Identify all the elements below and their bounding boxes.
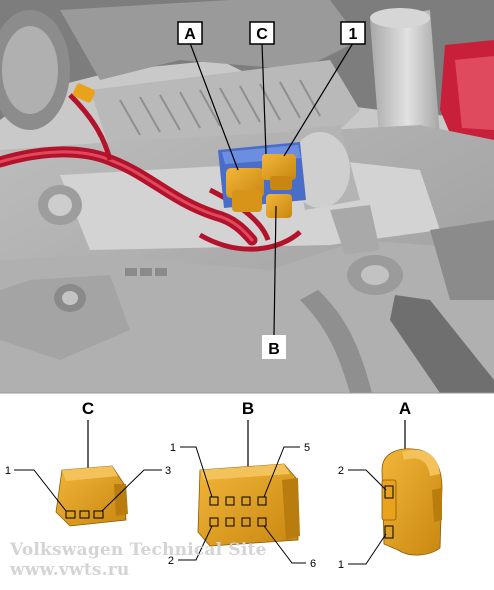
connector-a-pin-1-label: 1 bbox=[338, 559, 344, 571]
photo-connector-c bbox=[262, 154, 296, 190]
connector-c-title: C bbox=[82, 399, 94, 418]
svg-text:B: B bbox=[268, 341, 280, 358]
photo-connector-a bbox=[226, 168, 264, 212]
callout-1-photo: 1 bbox=[340, 21, 366, 45]
callout-b-photo: B bbox=[262, 335, 286, 359]
connector-b-pin-1-label: 1 bbox=[170, 442, 176, 454]
photo-connector-b bbox=[266, 194, 292, 218]
photo-leader-lines bbox=[189, 42, 354, 336]
connector-b-detail: B 1 2 5 6 bbox=[168, 399, 316, 570]
watermark-line-1: Volkswagen Technical Site bbox=[10, 540, 267, 560]
connector-a-detail: A 2 1 bbox=[338, 399, 443, 571]
svg-text:A: A bbox=[184, 26, 196, 43]
engine-bay-illustration bbox=[0, 0, 494, 394]
connector-c-detail: C 1 3 bbox=[5, 399, 171, 527]
callout-a-photo: A bbox=[177, 21, 203, 45]
connector-b-pin-6-label: 6 bbox=[310, 558, 316, 570]
manifold-ribs bbox=[119, 79, 321, 136]
connector-b-title: B bbox=[242, 399, 254, 418]
connector-b-pin-5-label: 5 bbox=[304, 442, 310, 454]
svg-text:1: 1 bbox=[349, 26, 358, 43]
watermark-line-2: www.vwts.ru bbox=[10, 560, 130, 580]
connector-a-title: A bbox=[399, 399, 411, 418]
connector-c-pin-1-label: 1 bbox=[5, 465, 11, 477]
callout-c-photo: C bbox=[249, 21, 275, 45]
connector-a-pin-2-label: 2 bbox=[338, 465, 344, 477]
connector-b-pin-2-label: 2 bbox=[168, 555, 174, 567]
connector-c-pin-3-label: 3 bbox=[165, 465, 171, 477]
svg-text:C: C bbox=[256, 26, 268, 43]
